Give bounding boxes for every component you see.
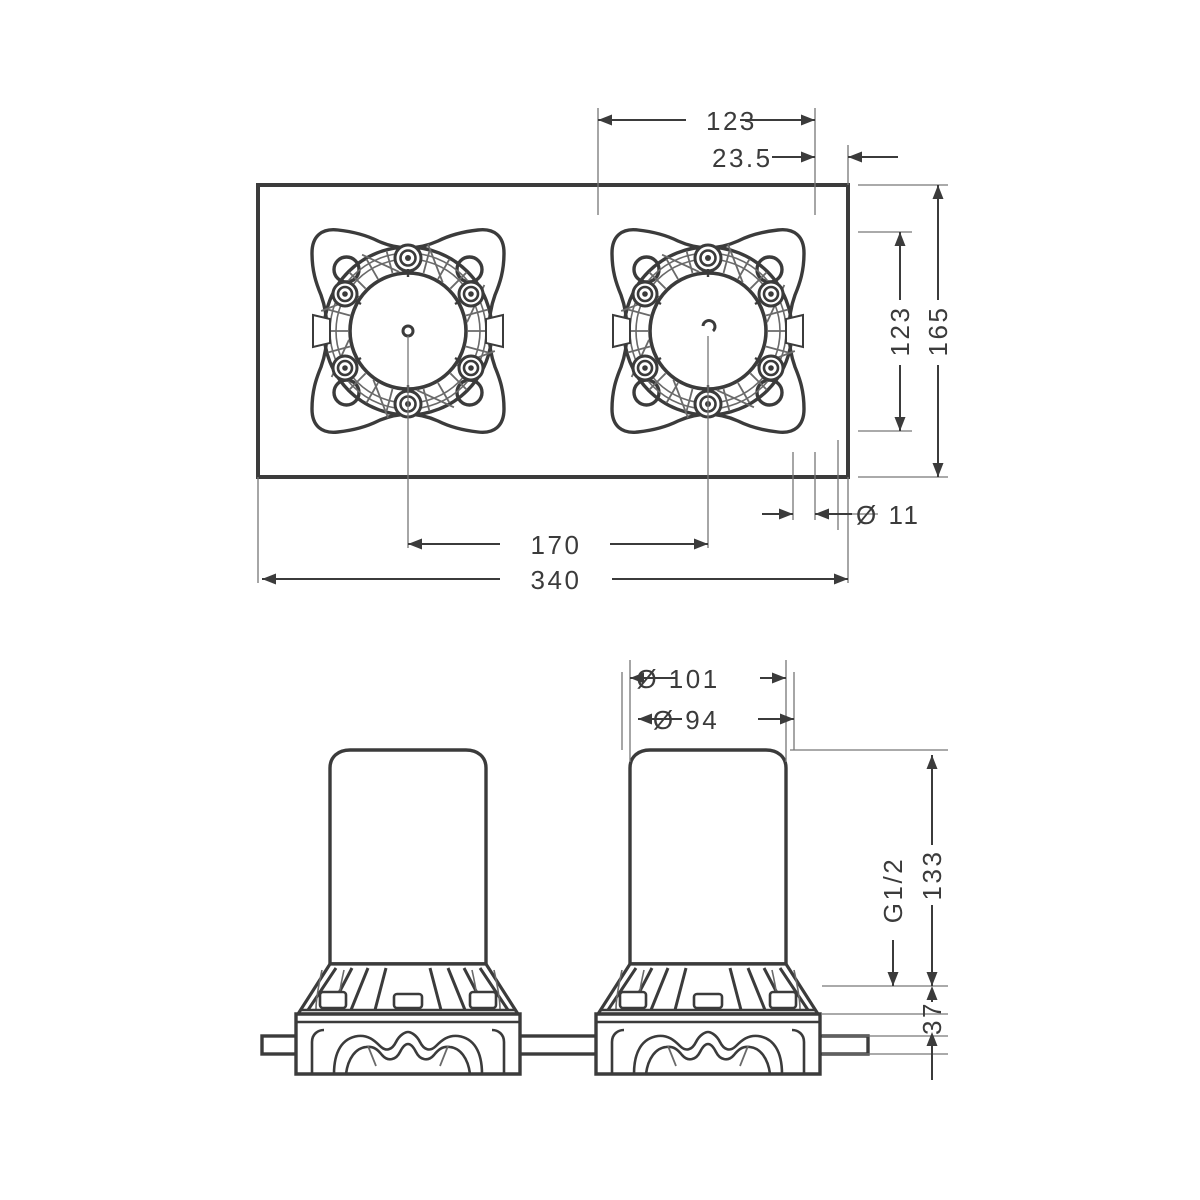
dim-hole-diameter: Ø 11 — [762, 500, 920, 530]
dim-label-23-5: 23.5 — [712, 143, 773, 173]
dim-340: 340 — [262, 565, 848, 595]
top-view-group: 123 23.5 123 165 — [256, 106, 953, 595]
dim-label-thread: G1/2 — [878, 857, 908, 923]
dim-123-horizontal: 123 — [598, 106, 815, 136]
dim-label-123-v: 123 — [885, 306, 915, 357]
dim-label-340: 340 — [531, 565, 582, 595]
dim-diameter-101: Ø 101 — [630, 664, 786, 694]
dim-label-diameter-101: Ø 101 — [636, 664, 719, 694]
dim-165: 165 — [923, 185, 953, 477]
extension-lines-top — [257, 108, 948, 583]
dim-123-vertical: 123 — [885, 232, 915, 431]
body-left — [294, 748, 522, 1076]
front-section-view-group: Ø 101 Ø 94 G1/2 133 — [260, 660, 948, 1080]
dim-label-170: 170 — [531, 530, 582, 560]
dim-diameter-94: Ø 94 — [638, 705, 794, 735]
dim-label-37: 37 — [917, 1001, 947, 1035]
dim-label-hole-diameter: Ø 11 — [856, 500, 920, 530]
dim-thread-g12: G1/2 — [878, 857, 908, 986]
dim-23_5: 23.5 — [712, 143, 898, 173]
body-right — [594, 748, 822, 1076]
dim-label-165: 165 — [923, 306, 953, 357]
dim-label-123-h: 123 — [706, 106, 757, 136]
center-marks — [401, 319, 717, 338]
dim-label-diameter-94: Ø 94 — [653, 705, 719, 735]
dim-label-133: 133 — [917, 850, 947, 901]
dim-170: 170 — [408, 530, 708, 560]
dim-133: 133 — [917, 755, 947, 986]
dim-37: 37 — [917, 986, 947, 1080]
